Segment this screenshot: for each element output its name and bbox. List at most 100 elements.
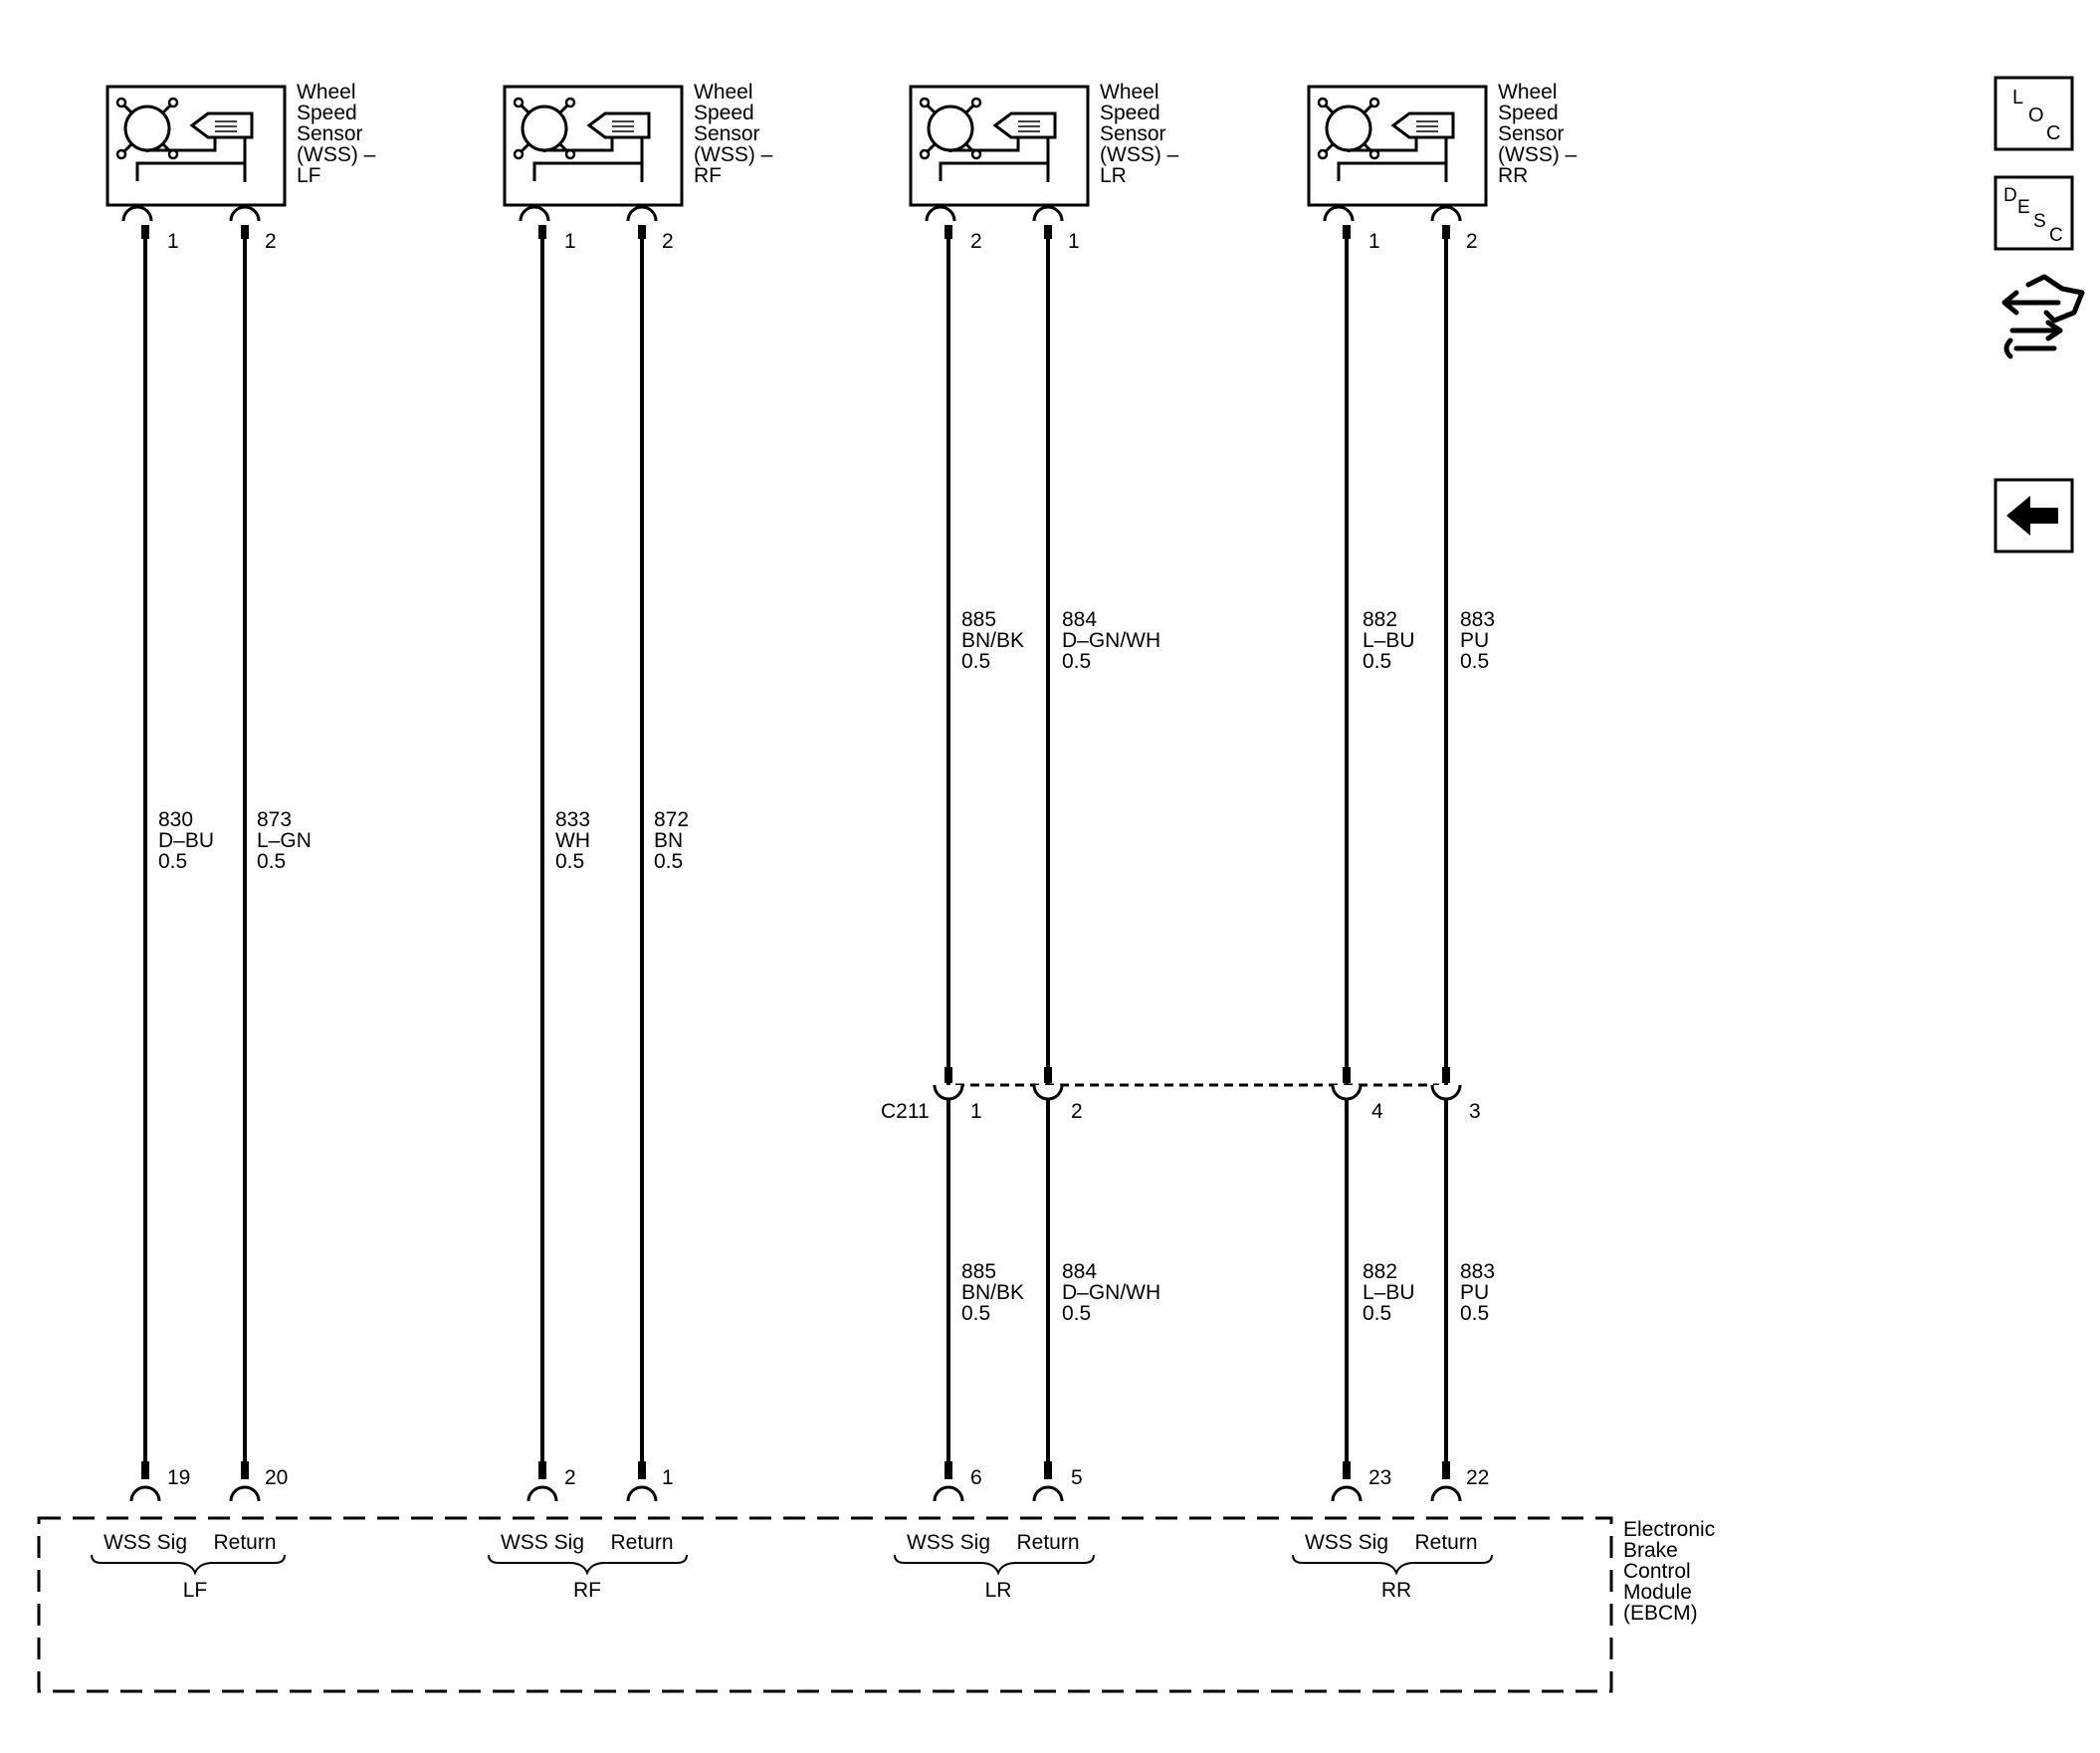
sensor-symbol-icon [115, 97, 254, 182]
pin-label: 2 [970, 230, 982, 253]
pin-label: 2 [1071, 1100, 1083, 1123]
wire-circuit: 882 [1363, 608, 1397, 631]
location-icon: C [2046, 122, 2060, 144]
sensor-title-line: (WSS) – [297, 143, 376, 166]
location-button[interactable]: L O C [1994, 76, 2074, 151]
wire-color: BN [654, 829, 683, 852]
ebcm-module: WSS Sig Return LF WSS Sig Return RF WSS … [37, 1516, 1715, 1693]
description-button[interactable]: D E S C [1994, 175, 2074, 251]
wire-size: 0.5 [158, 850, 187, 873]
wire-color: WH [555, 829, 590, 852]
sensor-title-line: Sensor [297, 122, 363, 145]
pin-label: 22 [1466, 1466, 1489, 1489]
sensor-connector-terminals [121, 205, 1462, 222]
wires [143, 225, 1448, 1479]
wire-circuit: 882 [1363, 1260, 1397, 1283]
sensor-title-line: Wheel [1498, 81, 1558, 104]
ebcm-pin-labels: 19 20 2 1 6 5 23 22 [167, 1466, 1489, 1489]
wire-size: 0.5 [1062, 650, 1091, 673]
back-arrow-icon [2006, 496, 2058, 536]
pin-label: 2 [1466, 230, 1478, 253]
wire-size: 0.5 [961, 650, 990, 673]
wire-labels-upper: 830 D–BU 0.5 873 L–GN 0.5 833 WH 0.5 872… [158, 608, 1495, 873]
pin-label: 2 [265, 230, 277, 253]
ebcm-connector-terminals [129, 1485, 1462, 1502]
pin-label: 3 [1469, 1100, 1481, 1123]
ebcm-title-line: Module [1623, 1581, 1692, 1604]
description-icon: S [2033, 211, 2046, 232]
ebcm-return-label: Return [1016, 1531, 1079, 1554]
sensor-title-line: Sensor [1498, 122, 1565, 145]
ebcm-group-rr: WSS Sig Return RR [1292, 1531, 1493, 1602]
pin-label: 2 [564, 1466, 576, 1489]
wire-color: PU [1460, 629, 1489, 652]
pin-label: 1 [564, 230, 576, 253]
sensor-title-line: Wheel [694, 81, 753, 104]
ebcm-title-line: Control [1623, 1560, 1691, 1583]
pin-label: 4 [1371, 1100, 1383, 1123]
pin-label: 2 [662, 230, 674, 253]
sensor-title-line: Wheel [1100, 81, 1159, 104]
wire-circuit: 873 [257, 808, 292, 831]
sensor-rf: Wheel Speed Sensor (WSS) – RF [503, 81, 773, 207]
pin-label: 1 [167, 230, 179, 253]
ebcm-signal-label: WSS Sig [907, 1531, 990, 1554]
pin-label: 1 [1368, 230, 1380, 253]
sensor-title-line: (WSS) – [1498, 143, 1577, 166]
ebcm-group-lf: WSS Sig Return LF [91, 1531, 286, 1602]
ebcm-title-line: Electronic [1623, 1518, 1715, 1541]
sensor-title-line: Sensor [1100, 122, 1166, 145]
back-button[interactable] [1994, 478, 2074, 553]
ebcm-dashed-outline [37, 1516, 1613, 1693]
pin-label: 19 [167, 1466, 190, 1489]
pin-label: 23 [1368, 1466, 1391, 1489]
sensor-title-line: Wheel [297, 81, 356, 104]
sensor-pin-labels: 1 2 1 2 2 1 1 2 [167, 230, 1478, 253]
pin-label: 6 [970, 1466, 982, 1489]
sensor-title-line: (WSS) – [1100, 143, 1179, 166]
troubleshooting-button[interactable] [2001, 274, 2085, 359]
ebcm-signal-label: WSS Sig [104, 1531, 187, 1554]
wire-circuit: 884 [1062, 608, 1097, 631]
wire-color: L–BU [1363, 629, 1415, 652]
description-icon: C [2049, 225, 2063, 246]
ebcm-group-name: RR [1381, 1579, 1411, 1602]
ebcm-return-label: Return [1414, 1531, 1477, 1554]
wire-size: 0.5 [1460, 1302, 1489, 1325]
sensor-symbol-icon [513, 97, 651, 182]
ebcm-signal-label: WSS Sig [501, 1531, 584, 1554]
description-icon: E [2017, 197, 2030, 218]
ebcm-group-lr: WSS Sig Return LR [894, 1531, 1095, 1602]
wire-size: 0.5 [1363, 650, 1391, 673]
wire-color: D–GN/WH [1062, 1281, 1160, 1304]
sensor-rr: Wheel Speed Sensor (WSS) – RR [1307, 81, 1577, 207]
sensor-title-line: (WSS) – [694, 143, 773, 166]
pin-label: 5 [1071, 1466, 1083, 1489]
ebcm-signal-label: WSS Sig [1305, 1531, 1388, 1554]
wire-size: 0.5 [257, 850, 286, 873]
wire-color: D–BU [158, 829, 214, 852]
ebcm-group-name: RF [573, 1579, 601, 1602]
sensor-lf: Wheel Speed Sensor (WSS) – LF [105, 81, 376, 207]
location-icon: L [2012, 87, 2023, 109]
wire-terminal-stubs [141, 225, 1450, 1479]
wire-size: 0.5 [654, 850, 683, 873]
sensor-title-line: Speed [1498, 102, 1559, 124]
ebcm-group-name: LF [183, 1579, 208, 1602]
wire-color: L–BU [1363, 1281, 1415, 1304]
sensor-title-line: LR [1100, 164, 1127, 187]
wire-circuit: 872 [654, 808, 689, 831]
sensor-lr: Wheel Speed Sensor (WSS) – LR [909, 81, 1179, 207]
wire-circuit: 833 [555, 808, 590, 831]
wire-color: BN/BK [961, 629, 1024, 652]
sensor-title-line: Sensor [694, 122, 760, 145]
wire-color: PU [1460, 1281, 1489, 1304]
wire-circuit: 883 [1460, 1260, 1495, 1283]
pin-label: 1 [1068, 230, 1080, 253]
wire-circuit: 885 [961, 1260, 996, 1283]
location-icon: O [2028, 105, 2044, 126]
wire-size: 0.5 [1363, 1302, 1391, 1325]
wire-circuit: 884 [1062, 1260, 1097, 1283]
wire-color: BN/BK [961, 1281, 1024, 1304]
sensor-title-line: Speed [694, 102, 754, 124]
